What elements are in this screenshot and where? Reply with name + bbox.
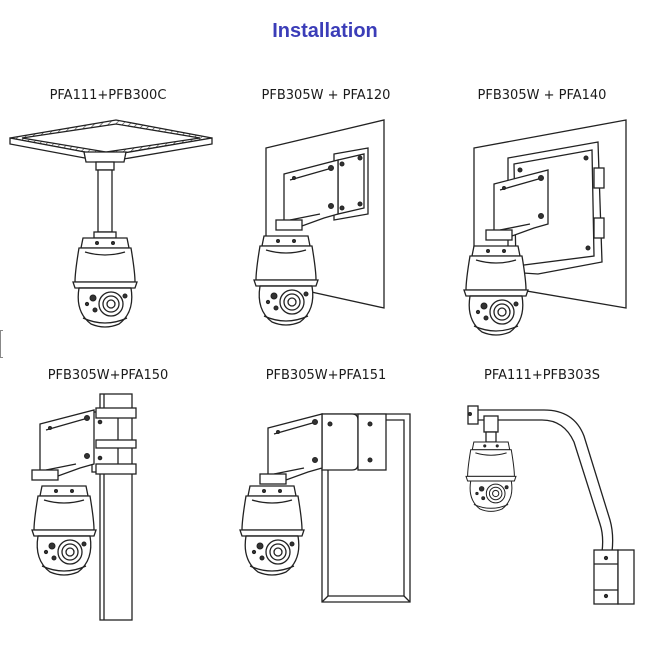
edge-marker: [0, 330, 3, 358]
junction-box: [333, 147, 369, 221]
installation-caption: PFB305W+PFA150: [47, 368, 169, 383]
gooseneck-drawing: [465, 405, 635, 605]
ceiling-mount-drawing: [9, 119, 213, 328]
pole-mount-drawing: [31, 393, 137, 621]
installation-caption: PFA111+PFB303S: [483, 368, 601, 383]
corner-mount-drawing: [239, 413, 411, 603]
gooseneck-arm: [467, 405, 614, 553]
installation-item-wall-junction: PFB305W + PFA120: [218, 88, 434, 348]
wall-power-drawing: [463, 119, 627, 336]
installation-caption: PFB305W+PFA151: [265, 368, 387, 383]
installation-caption: PFA111+PFB300C: [49, 88, 167, 103]
installation-item-gooseneck: PFA111+PFB303S: [434, 368, 650, 628]
installation-caption: PFB305W + PFA120: [261, 88, 391, 103]
installation-item-ceiling: PFA111+PFB300C: [0, 88, 216, 348]
installation-item-wall-power: PFB305W + PFA140: [434, 88, 650, 348]
corner-adapter: [321, 413, 387, 471]
page-title: Installation: [272, 20, 378, 42]
installation-item-corner: PFB305W+PFA151: [218, 368, 434, 628]
pole-clamp: [593, 549, 635, 605]
installation-caption: PFB305W + PFA140: [477, 88, 607, 103]
pole-adapter: [91, 407, 137, 475]
wall-junction-drawing: [253, 119, 385, 326]
ceiling-bracket: [83, 151, 127, 239]
installation-item-pole: PFB305W+PFA150: [0, 368, 216, 628]
